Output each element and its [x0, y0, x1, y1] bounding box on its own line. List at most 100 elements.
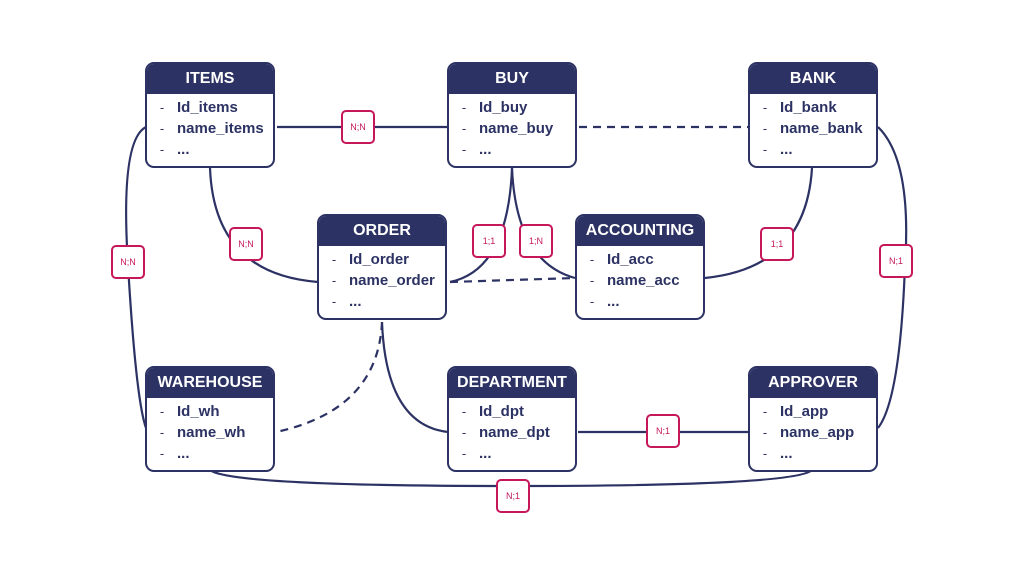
relation-badge-buy-accounting[interactable]: 1;N — [519, 224, 553, 258]
attribute-name: name_app — [780, 424, 855, 441]
attribute-bullet: - — [159, 100, 165, 115]
attribute-name: Id_buy — [479, 99, 528, 116]
attribute-name: name_bank — [780, 120, 863, 137]
entity-accounting[interactable]: ACCOUNTING -Id_acc -name_acc -... — [575, 214, 705, 320]
attribute-list: -Id_bank -name_bank -... — [750, 94, 876, 160]
attribute-bullet: - — [762, 446, 768, 461]
attribute-row: -... — [750, 139, 876, 160]
attribute-bullet: - — [331, 252, 337, 267]
attribute-name: name_order — [349, 272, 435, 289]
entity-title: DEPARTMENT — [449, 368, 575, 398]
connector-items-order — [208, 167, 319, 284]
attribute-name: name_acc — [607, 272, 680, 289]
relation-badge-bank-approver[interactable]: N;1 — [879, 244, 913, 278]
attribute-row: -name_items — [147, 118, 273, 139]
connector-order-department — [380, 321, 449, 434]
attribute-name: Id_items — [177, 99, 238, 116]
attribute-name: name_buy — [479, 120, 554, 137]
attribute-bullet: - — [589, 273, 595, 288]
attribute-bullet: - — [159, 121, 165, 136]
attribute-bullet: - — [159, 404, 165, 419]
attribute-row: -name_bank — [750, 118, 876, 139]
attribute-list: -Id_buy -name_buy -... — [449, 94, 575, 160]
attribute-bullet: - — [589, 252, 595, 267]
attribute-list: -Id_dpt -name_dpt -... — [449, 398, 575, 464]
attribute-bullet: - — [159, 142, 165, 157]
entity-department[interactable]: DEPARTMENT -Id_dpt -name_dpt -... — [447, 366, 577, 472]
entity-title: ORDER — [319, 216, 445, 246]
attribute-row: -name_acc — [577, 270, 703, 291]
attribute-row: -Id_app — [750, 401, 876, 422]
attribute-name: ... — [177, 445, 190, 462]
attribute-row: -... — [319, 291, 445, 312]
relation-badge-department-approver[interactable]: N;1 — [646, 414, 680, 448]
attribute-name: name_dpt — [479, 424, 550, 441]
entity-order[interactable]: ORDER -Id_order -name_order -... — [317, 214, 447, 320]
attribute-row: -... — [449, 443, 575, 464]
entity-buy[interactable]: BUY -Id_buy -name_buy -... — [447, 62, 577, 168]
attribute-bullet: - — [461, 446, 467, 461]
attribute-name: ... — [780, 445, 793, 462]
attribute-bullet: - — [762, 142, 768, 157]
attribute-bullet: - — [159, 425, 165, 440]
attribute-bullet: - — [461, 100, 467, 115]
attribute-row: -... — [449, 139, 575, 160]
entity-warehouse[interactable]: WAREHOUSE -Id_wh -name_wh -... — [145, 366, 275, 472]
attribute-name: ... — [780, 141, 793, 158]
attribute-name: Id_dpt — [479, 403, 524, 420]
entity-title: ACCOUNTING — [577, 216, 703, 246]
attribute-row: -name_buy — [449, 118, 575, 139]
relation-badge-warehouse-approver[interactable]: N;1 — [496, 479, 530, 513]
entity-title: WAREHOUSE — [147, 368, 273, 398]
relation-badge-items-warehouse[interactable]: N;N — [111, 245, 145, 279]
attribute-row: -Id_order — [319, 249, 445, 270]
attribute-bullet: - — [331, 273, 337, 288]
attribute-row: -... — [147, 443, 273, 464]
attribute-row: -name_order — [319, 270, 445, 291]
entity-title: BANK — [750, 64, 876, 94]
attribute-name: name_wh — [177, 424, 246, 441]
entity-title: ITEMS — [147, 64, 273, 94]
attribute-row: -Id_dpt — [449, 401, 575, 422]
attribute-bullet: - — [762, 425, 768, 440]
attribute-bullet: - — [331, 294, 337, 309]
entity-items[interactable]: ITEMS -Id_items -name_items -... — [145, 62, 275, 168]
attribute-list: -Id_acc -name_acc -... — [577, 246, 703, 312]
attribute-name: Id_order — [349, 251, 410, 268]
attribute-bullet: - — [589, 294, 595, 309]
attribute-name: ... — [479, 445, 492, 462]
attribute-bullet: - — [762, 100, 768, 115]
attribute-row: -Id_bank — [750, 97, 876, 118]
attribute-list: -Id_items -name_items -... — [147, 94, 273, 160]
attribute-name: ... — [479, 141, 492, 158]
attribute-name: ... — [607, 293, 620, 310]
connector-order-warehouse — [275, 321, 384, 434]
entity-bank[interactable]: BANK -Id_bank -name_bank -... — [748, 62, 878, 168]
relation-badge-items-buy[interactable]: N;N — [341, 110, 375, 144]
attribute-row: -name_dpt — [449, 422, 575, 443]
attribute-row: -... — [577, 291, 703, 312]
attribute-name: Id_bank — [780, 99, 837, 116]
attribute-bullet: - — [461, 142, 467, 157]
attribute-bullet: - — [762, 404, 768, 419]
attribute-name: ... — [349, 293, 362, 310]
attribute-list: -Id_order -name_order -... — [319, 246, 445, 312]
relation-badge-buy-order[interactable]: 1;1 — [472, 224, 506, 258]
attribute-row: -... — [750, 443, 876, 464]
attribute-list: -Id_app -name_app -... — [750, 398, 876, 464]
relation-badge-items-order[interactable]: N;N — [229, 227, 263, 261]
attribute-name: name_items — [177, 120, 264, 137]
connector-buy-accounting — [510, 167, 576, 280]
attribute-bullet: - — [461, 425, 467, 440]
entity-title: BUY — [449, 64, 575, 94]
entity-approver[interactable]: APPROVER -Id_app -name_app -... — [748, 366, 878, 472]
attribute-row: -Id_items — [147, 97, 273, 118]
attribute-bullet: - — [461, 404, 467, 419]
attribute-bullet: - — [461, 121, 467, 136]
relation-badge-bank-accounting[interactable]: 1;1 — [760, 227, 794, 261]
attribute-row: -Id_acc — [577, 249, 703, 270]
attribute-bullet: - — [159, 446, 165, 461]
attribute-name: Id_acc — [607, 251, 654, 268]
attribute-row: -Id_buy — [449, 97, 575, 118]
entity-title: APPROVER — [750, 368, 876, 398]
